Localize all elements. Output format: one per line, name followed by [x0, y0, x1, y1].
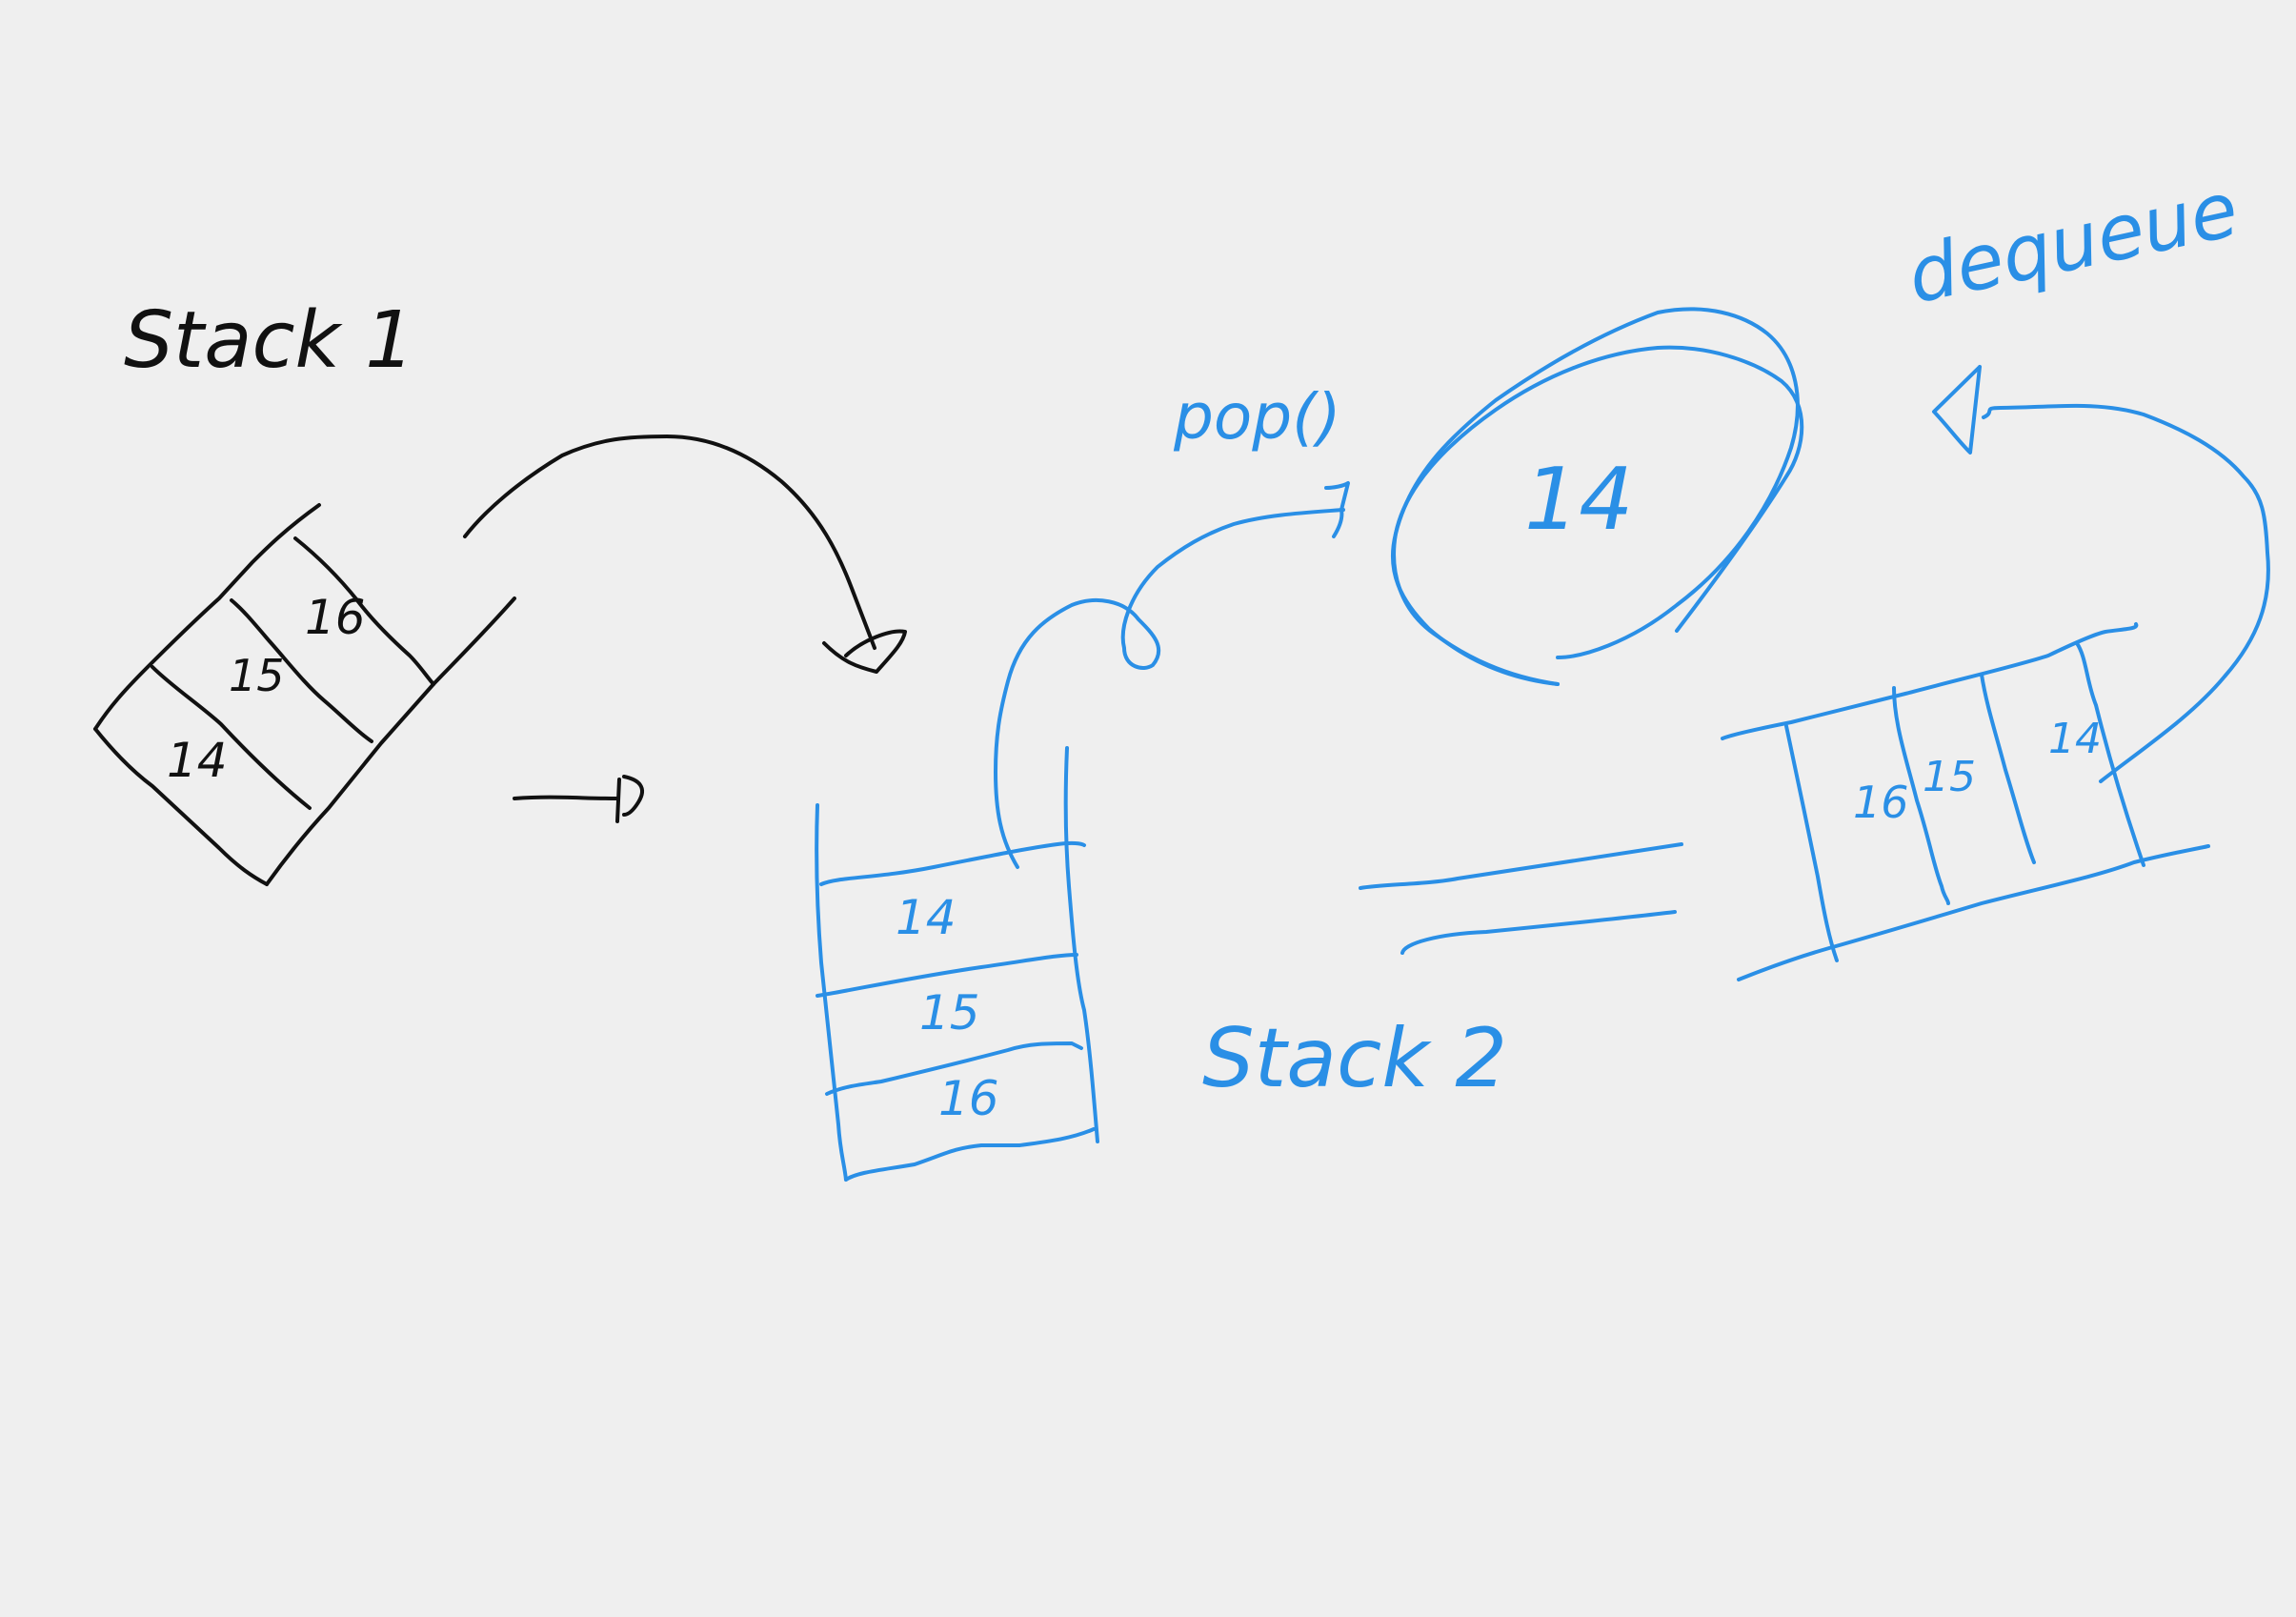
stack2-item: 16	[938, 1071, 999, 1126]
stack1-box	[93, 503, 516, 886]
transfer-arrow-small	[513, 775, 644, 823]
stack2-box	[815, 746, 1099, 1182]
queue-box	[1721, 622, 2210, 981]
dequeue-arrow	[1932, 365, 2270, 783]
queue-item: 15	[1923, 753, 1976, 801]
popped-value: 14	[1524, 450, 1634, 550]
stack1-item: 16	[305, 590, 366, 645]
stack1-item: 15	[229, 650, 285, 701]
stack1-label: Stack 1	[124, 295, 414, 386]
queue-item: 14	[2048, 715, 2102, 763]
dequeue-label: dequeue	[1901, 165, 2246, 321]
pop-arrow	[994, 481, 1350, 869]
stack2-label: Stack 2	[1202, 1011, 1507, 1106]
equals-sign	[1359, 842, 1683, 955]
transfer-arrow-curve	[463, 435, 907, 674]
pop-label: pop()	[1173, 380, 1341, 454]
stack2-item: 15	[919, 985, 980, 1041]
stack1-item: 14	[167, 733, 228, 788]
stack2-item: 14	[896, 890, 957, 945]
popped-circle	[1390, 307, 1804, 686]
queue-item: 16	[1853, 777, 1909, 828]
